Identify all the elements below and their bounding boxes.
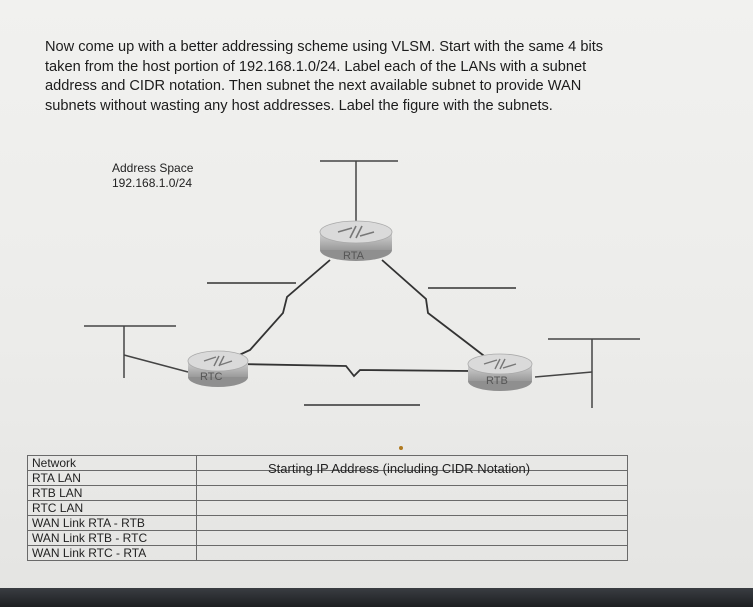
address-space-value: 192.168.1.0/24 xyxy=(112,176,193,190)
wan-link-rta-rtc xyxy=(221,259,331,364)
row-network: RTB LAN xyxy=(27,485,197,501)
rtc-lan-segment xyxy=(84,325,189,378)
router-rtc-label: RTC xyxy=(200,371,223,383)
row-start-address[interactable] xyxy=(196,545,628,561)
address-space-box: Address Space 192.168.1.0/24 xyxy=(112,161,193,191)
instruction-line: subnets without wasting any host address… xyxy=(45,97,553,114)
network-table: Network RTA LAN RTB LAN RTC LAN WAN Link… xyxy=(27,455,628,561)
instruction-line: taken from the host portion of 192.168.1… xyxy=(45,58,587,75)
row-network: RTC LAN xyxy=(27,500,197,516)
table-row: RTC LAN xyxy=(27,500,628,516)
rtb-lan-segment xyxy=(534,338,640,408)
router-rtb-label: RTB xyxy=(486,375,508,387)
instructions-text: Now come up with a better addressing sch… xyxy=(45,38,685,116)
wan-link-rtb-rtc xyxy=(237,363,471,378)
instruction-line: address and CIDR notation. Then subnet t… xyxy=(45,78,582,94)
photo-bottom-edge xyxy=(0,588,753,607)
table-row: WAN Link RTA - RTB xyxy=(27,515,628,531)
row-network: WAN Link RTC - RTA xyxy=(27,545,197,561)
instruction-line: Now come up with a better addressing sch… xyxy=(45,39,604,55)
table-row: RTB LAN xyxy=(27,485,628,501)
row-network: WAN Link RTA - RTB xyxy=(27,515,197,531)
rta-lan-segment xyxy=(320,160,398,222)
row-start-address[interactable] xyxy=(196,485,628,501)
table-row: WAN Link RTC - RTA xyxy=(27,545,628,561)
row-network: WAN Link RTB - RTC xyxy=(27,530,197,546)
router-rtc-icon xyxy=(187,350,249,387)
row-start-address[interactable] xyxy=(196,530,628,546)
wan-link-rta-rtb xyxy=(381,259,493,363)
table-header-row: Network xyxy=(27,455,628,471)
router-rta-icon xyxy=(319,220,393,261)
header-network: Network xyxy=(27,455,197,471)
header-start-address: Starting IP Address (including CIDR Nota… xyxy=(268,461,531,476)
row-start-address[interactable] xyxy=(196,515,628,531)
speck-dot xyxy=(399,446,403,450)
row-start-address[interactable] xyxy=(196,500,628,516)
router-rtb-icon xyxy=(467,353,533,391)
table-row: WAN Link RTB - RTC xyxy=(27,530,628,546)
router-rta-label: RTA xyxy=(343,250,364,262)
row-network: RTA LAN xyxy=(27,470,197,486)
address-space-label: Address Space xyxy=(112,161,194,175)
